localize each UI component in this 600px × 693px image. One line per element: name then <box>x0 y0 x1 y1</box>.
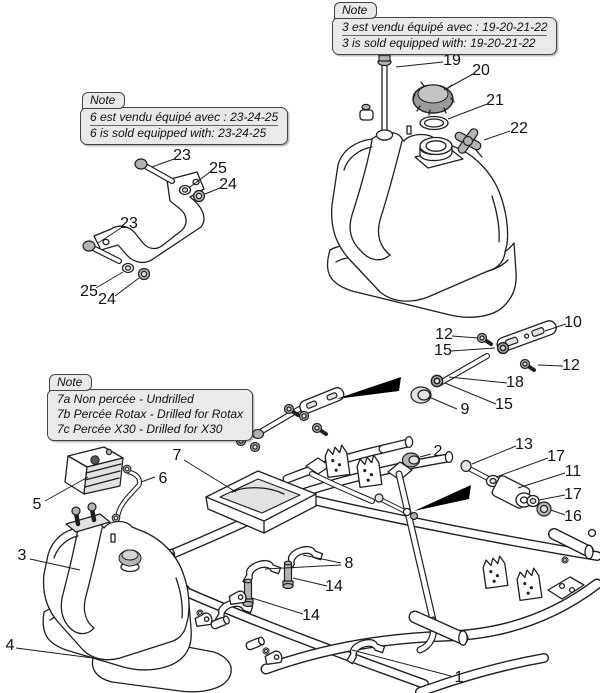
callout-19: 19 <box>443 52 461 69</box>
callout-9: 9 <box>460 401 470 418</box>
note-box-tank: Note 3 est vendu équipé avec : 19-20-21-… <box>332 2 558 55</box>
note-line: 6 is sold equipped with: 23-24-25 <box>90 125 279 141</box>
callout-15-b: 15 <box>495 396 513 413</box>
callout-leader-lines <box>15 61 567 677</box>
chassis-frame-drawing <box>156 435 600 693</box>
note-box-tray-variants: Note 7a Non percée - Undrilled 7b Percée… <box>47 374 254 441</box>
note-tab: Note <box>49 374 93 391</box>
callout-20: 20 <box>472 62 490 79</box>
note-body: 3 est vendu équipé avec : 19-20-21-22 3 … <box>332 17 558 55</box>
callout-16: 16 <box>564 508 582 525</box>
note-tab: Note <box>334 2 378 19</box>
callout-7: 7 <box>172 447 182 464</box>
callout-18: 18 <box>506 374 524 391</box>
callout-24-b: 24 <box>98 291 116 308</box>
callout-12-a: 12 <box>435 326 453 343</box>
callout-15-a: 15 <box>434 342 452 359</box>
pump-bracket-drawing <box>111 464 142 523</box>
callout-5: 5 <box>32 496 42 513</box>
lower-fuel-tank-drawing <box>42 502 232 693</box>
callout-17-a: 17 <box>547 448 565 465</box>
upper-fuel-tank-drawing <box>326 42 517 318</box>
tank-tray-drawing <box>205 435 317 534</box>
callout-13: 13 <box>515 436 533 453</box>
callout-25-b: 25 <box>80 283 98 300</box>
callout-12-b: 12 <box>562 357 580 374</box>
bolt-bushing-parts-drawing <box>374 459 552 521</box>
callout-25-a: 25 <box>209 160 227 177</box>
note-line: 3 is sold equipped with: 19-20-21-22 <box>342 35 548 51</box>
callout-8: 8 <box>344 555 354 572</box>
strap-bracket-drawing <box>82 158 206 281</box>
note-line: 6 est vendu équipé avec : 23-24-25 <box>90 110 279 124</box>
callout-3: 3 <box>17 547 27 564</box>
note-tab: Note <box>82 92 126 109</box>
callout-17-b: 17 <box>564 486 582 503</box>
callout-11: 11 <box>564 463 582 480</box>
callout-14-a: 14 <box>325 578 343 595</box>
note-line: 7b Percée Rotax - Drilled for Rotax <box>57 407 244 421</box>
undrilled-bar-parts-drawing <box>251 377 401 440</box>
callout-1: 1 <box>454 669 464 686</box>
pump-box-drawing <box>64 446 124 495</box>
callout-22: 22 <box>510 120 528 137</box>
note-line: 7c Percée X30 - Drilled for X30 <box>57 422 223 436</box>
note-body: 7a Non percée - Undrilled 7b Percée Rota… <box>47 389 254 441</box>
note-box-bracket: Note 6 est vendu équipé avec : 23-24-25 … <box>80 92 289 145</box>
callout-2: 2 <box>433 443 443 460</box>
callout-23-b: 23 <box>120 215 138 232</box>
mount-plug-drawing <box>401 452 421 468</box>
callout-21: 21 <box>486 92 504 109</box>
support-bar-parts-drawing <box>410 320 557 404</box>
note-line: 3 est vendu équipé avec : 19-20-21-22 <box>342 20 548 34</box>
callout-24-a: 24 <box>219 176 237 193</box>
callout-6: 6 <box>158 470 168 487</box>
callout-4: 4 <box>5 637 15 654</box>
callout-14-b: 14 <box>302 607 320 624</box>
callout-10: 10 <box>564 314 582 331</box>
note-body: 6 est vendu équipé avec : 23-24-25 6 is … <box>80 107 289 145</box>
callout-23-a: 23 <box>173 147 191 164</box>
note-line: 7a Non percée - Undrilled <box>57 392 194 406</box>
